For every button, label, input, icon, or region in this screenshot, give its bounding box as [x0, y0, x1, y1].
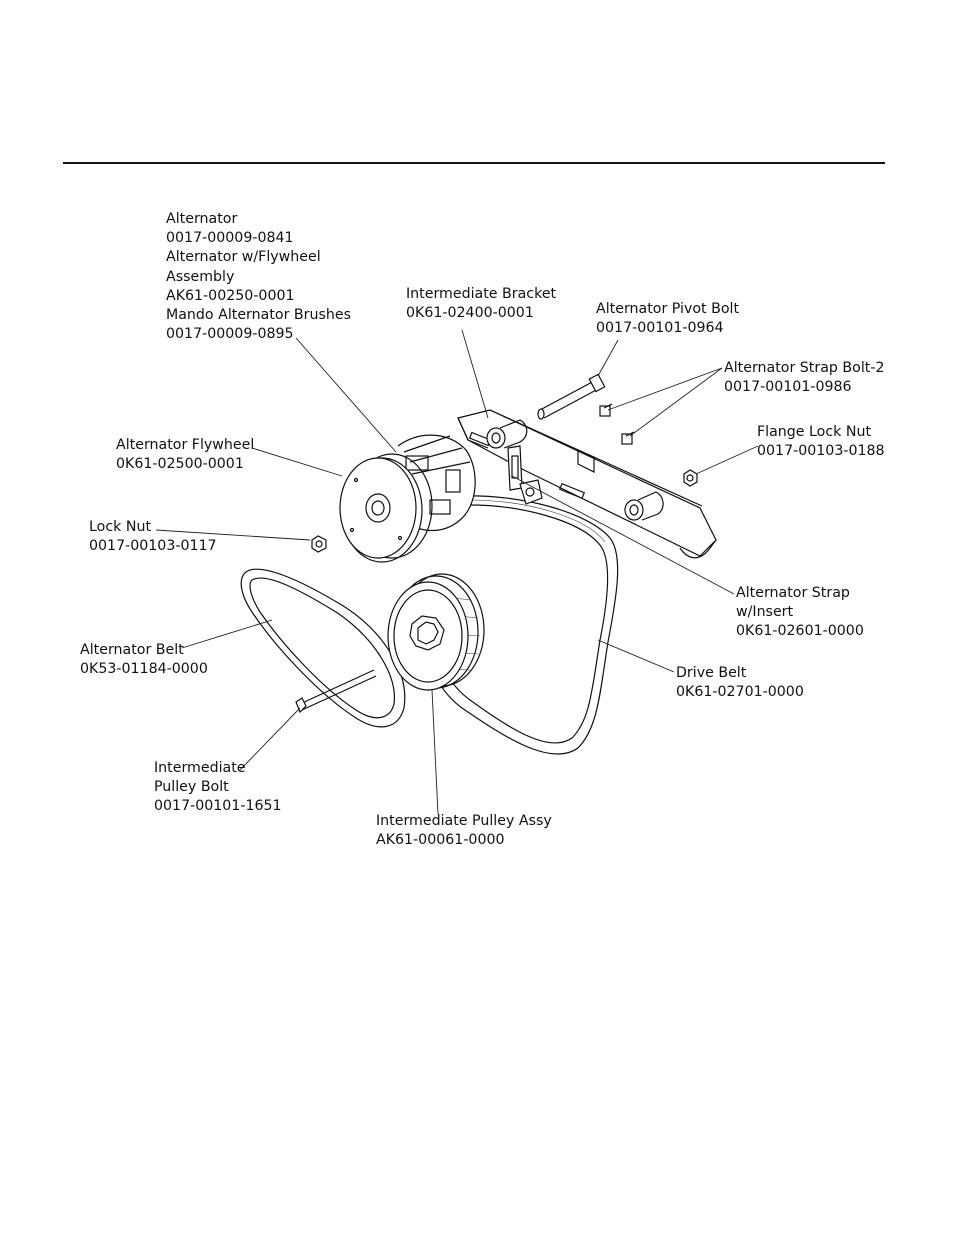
header-rule — [63, 162, 885, 164]
intermediate-pulley-assy-label: Intermediate Pulley Assy AK61-00061-0000 — [376, 813, 552, 849]
alternator-strap-bolt-label: Alternator Strap Bolt-2 0017-00101-0986 — [724, 360, 885, 396]
alternator-flywheel-label: Alternator Flywheel 0K61-02500-0001 — [116, 437, 255, 473]
intermediate-bracket-drawing — [457, 409, 717, 559]
alternator-pivot-bolt-label: Alternator Pivot Bolt 0017-00101-0964 — [596, 301, 740, 337]
intermediate-pulley-bolt-label: Intermediate Pulley Bolt 0017-00101-1651 — [154, 760, 282, 815]
intermediate-pulley-bolt-drawing — [295, 669, 377, 714]
alternator-strap-bolts-drawing — [599, 403, 635, 445]
lock-nut-label: Lock Nut 0017-00103-0117 — [89, 519, 217, 555]
flange-lock-nut-label: Flange Lock Nut 0017-00103-0188 — [757, 424, 885, 460]
leader-lines — [155, 329, 759, 815]
drive-belt-drawing — [425, 495, 619, 755]
flange-lock-nut-drawing — [683, 469, 698, 487]
alternator-flywheel-drawing — [339, 453, 433, 563]
lock-nut-drawing — [311, 535, 327, 553]
intermediate-pulley-drawing — [387, 573, 485, 691]
alternator-label: Alternator 0017-00009-0841 Alternator w/… — [166, 211, 351, 343]
intermediate-bracket-label: Intermediate Bracket 0K61-02400-0001 — [406, 286, 557, 322]
alternator-pivot-bolt-drawing — [537, 373, 606, 420]
drive-belt-label: Drive Belt 0K61-02701-0000 — [676, 665, 804, 701]
alternator-strap-label: Alternator Strap w/Insert 0K61-02601-000… — [736, 585, 864, 640]
alternator-belt-drawing — [240, 568, 406, 728]
alternator-belt-label: Alternator Belt 0K53-01184-0000 — [80, 642, 208, 678]
